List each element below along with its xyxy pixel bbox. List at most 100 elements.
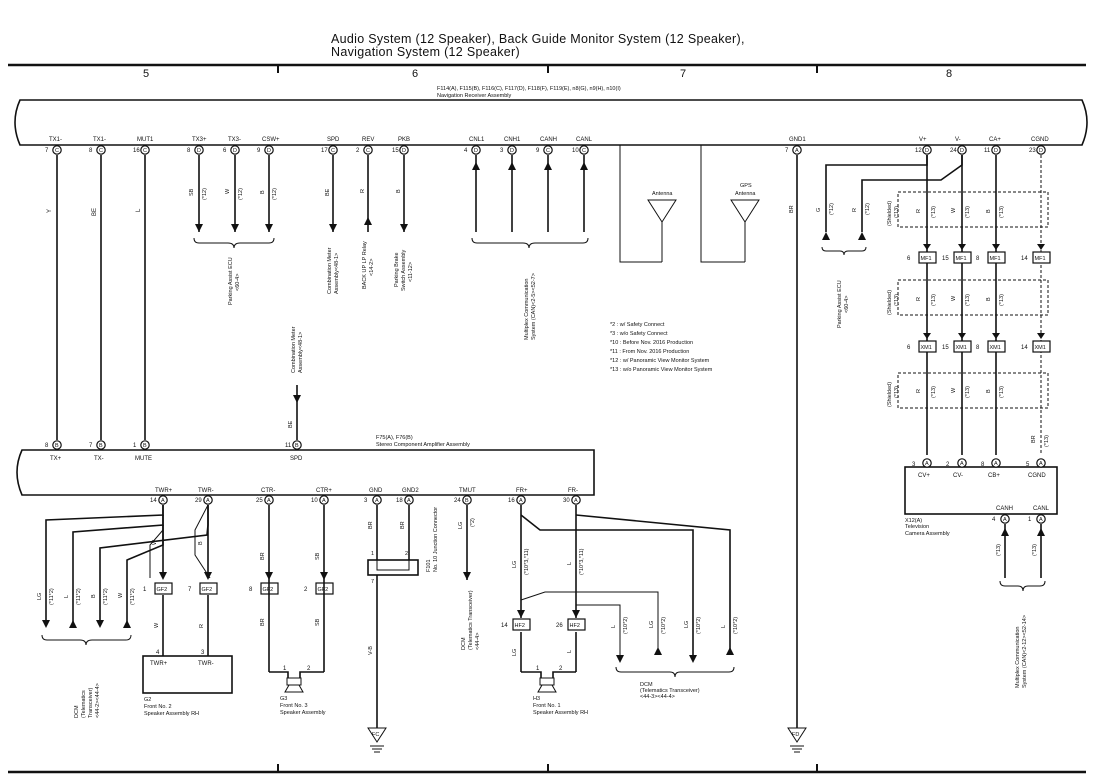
svg-text:CV-: CV- [953, 473, 963, 479]
svg-text:*3 : w/o Safety Connect: *3 : w/o Safety Connect [610, 331, 668, 337]
svg-text:Front No. 2: Front No. 2 [144, 704, 172, 710]
svg-text:(*13): (*13) [999, 386, 1005, 398]
pin-label: MUT1 [137, 137, 154, 143]
svg-text:(*13): (*13) [965, 294, 971, 306]
svg-text:*10 : Before Nov. 2016 Produc: *10 : Before Nov. 2016 Production [610, 340, 693, 346]
shield-box-1 [897, 191, 1049, 228]
column-ticks [277, 65, 818, 772]
connector-box [918, 340, 937, 353]
svg-text:DCM: DCM [461, 637, 467, 650]
svg-text:(*13): (*13) [965, 386, 971, 398]
svg-text:<44-2><44-4>: <44-2><44-4> [95, 683, 101, 718]
junction-connector [367, 559, 419, 576]
svg-text:R: R [199, 624, 205, 628]
svg-text:W: W [951, 207, 957, 213]
pin-connector: C [582, 148, 586, 154]
svg-text:LG: LG [37, 593, 43, 600]
pin-label: TX3- [228, 137, 241, 143]
pin-label: V- [955, 137, 961, 143]
svg-text:V-B: V-B [368, 646, 374, 655]
amp-top-pin-labels: TX+ TX- MUTE SPD [50, 456, 303, 462]
multiplex-label: Multiplex Communication [524, 279, 530, 340]
pin-number: 12 [915, 148, 922, 154]
svg-text:CGND: CGND [1028, 473, 1046, 479]
ground-fc-icon [367, 727, 387, 743]
svg-text:BR: BR [368, 521, 374, 529]
wire-vm-r [861, 155, 963, 232]
svg-text:TWR+: TWR+ [155, 488, 173, 494]
pin-circle [1036, 458, 1046, 468]
wire-color-r: R [852, 208, 858, 212]
connector-pin: 6 [907, 345, 911, 351]
pin-connector: A [519, 498, 523, 504]
note: (*12) [202, 188, 208, 200]
pin-number: 1 [133, 443, 137, 449]
svg-text:CB+: CB+ [988, 473, 1000, 479]
pin-label: REV [362, 137, 374, 143]
title-line-2: Navigation System (12 Speaker) [331, 45, 520, 59]
pin-number: 16 [508, 498, 515, 504]
pin-label: CGND [1031, 137, 1049, 143]
pin-circle [52, 440, 62, 450]
connector-box [199, 582, 218, 595]
svg-text:B: B [198, 541, 204, 545]
svg-text:LG: LG [458, 522, 464, 529]
svg-text:4: 4 [156, 650, 160, 656]
pin-circle [516, 495, 526, 505]
parking-assist-ecu-ref: <60-4> [235, 274, 241, 291]
navigation-receiver-box [14, 99, 1088, 146]
svg-text:R: R [916, 389, 922, 393]
pin-connector: C [55, 148, 59, 154]
svg-text:B: B [986, 389, 992, 393]
legend: *2 : w/ Safety Connect *3 : w/o Safety C… [610, 322, 713, 373]
svg-text:LG: LG [512, 561, 518, 568]
connector-pin: 8 [976, 345, 980, 351]
pin-number: 29 [195, 498, 202, 504]
svg-text:<44-3><44-4>: <44-3><44-4> [640, 694, 675, 700]
connector-pin: 8 [249, 587, 253, 593]
svg-text:TMUT: TMUT [459, 488, 476, 494]
pin-label: CA+ [989, 137, 1001, 143]
pin-number: 18 [396, 498, 403, 504]
svg-text:1: 1 [283, 666, 287, 672]
pin-circle [96, 440, 106, 450]
note: (*12) [238, 188, 244, 200]
svg-text:(*13): (*13) [931, 386, 937, 398]
pin-number: 7 [89, 443, 93, 449]
pin-label: TX1- [49, 137, 62, 143]
svg-text:(*13): (*13) [996, 544, 1002, 556]
connector-label: GF2 [157, 587, 168, 593]
connector-pin: 1 [143, 587, 147, 593]
svg-text:W: W [154, 622, 160, 628]
bracket [193, 237, 275, 249]
junction-code: F101 [426, 559, 432, 572]
pin-connector: D [994, 148, 998, 154]
connector-box [1032, 251, 1051, 264]
gps-label2: Antenna [735, 191, 756, 197]
note: (*12) [829, 203, 835, 215]
pin-number: 7 [45, 148, 49, 154]
svg-text:(*10*3,*11): (*10*3,*11) [524, 548, 530, 575]
column-7: 7 [680, 68, 686, 80]
pin-circle [140, 145, 150, 155]
shield-box-2 [897, 279, 1049, 316]
pin-number: 10 [572, 148, 579, 154]
svg-text:TWR-: TWR- [198, 488, 214, 494]
svg-text:L: L [721, 625, 727, 628]
pin-connector: A [574, 498, 578, 504]
svg-text:*2 : w/ Safety Connect: *2 : w/ Safety Connect [610, 322, 665, 328]
camera-name2: Camera Assembly [905, 531, 950, 537]
svg-text:(*11*2): (*11*2) [130, 588, 136, 605]
receiver-name: Navigation Receiver Assembly [437, 93, 512, 99]
pin-circle [571, 495, 581, 505]
connector-box [154, 582, 173, 595]
pin-circle [264, 495, 274, 505]
arrow-down [195, 224, 203, 232]
pin-label: CANL [576, 137, 593, 143]
speaker-g3-icon [286, 677, 302, 686]
pin-label: TX3+ [192, 137, 207, 143]
connector-box [918, 251, 937, 264]
shield-box-3 [897, 372, 1049, 409]
svg-text:(*11*2): (*11*2) [49, 588, 55, 605]
